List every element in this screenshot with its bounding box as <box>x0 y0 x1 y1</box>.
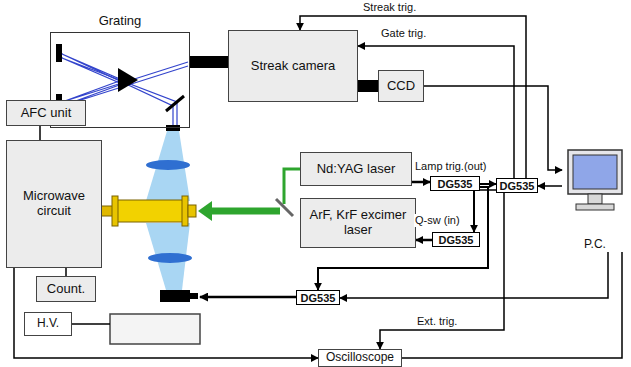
signal-wire <box>340 252 608 298</box>
laser-beam <box>210 208 280 215</box>
optical-coupler <box>190 56 228 68</box>
detector <box>160 290 190 302</box>
monitor-base <box>576 204 614 210</box>
device-name: DG535 <box>439 234 474 246</box>
node-label: Streak camera <box>251 59 336 74</box>
signal-wire <box>424 86 562 170</box>
lens <box>148 253 192 263</box>
node-label: CCD <box>387 79 415 94</box>
signal-wire <box>473 191 475 232</box>
cavity-window <box>188 205 196 217</box>
grating-mirror <box>56 44 62 62</box>
signal-label: Gate trig. <box>380 27 427 40</box>
signal-wire <box>538 185 562 187</box>
signal-label: Streak trig. <box>362 1 417 14</box>
monitor-icon <box>562 140 628 230</box>
signal-wire <box>402 252 622 358</box>
optical-coupler <box>358 80 378 92</box>
lens <box>146 160 190 170</box>
high-voltage-box: H.V. <box>24 312 72 336</box>
signal-wire <box>14 268 318 358</box>
entrance-slit <box>166 125 180 131</box>
signal-wire <box>480 183 496 185</box>
node-label: Oscilloscope <box>326 351 394 365</box>
monitor-screen <box>573 155 617 189</box>
afc-unit-box: AFC unit <box>6 100 86 126</box>
microwave-cavity <box>116 200 184 222</box>
ccd-box: CCD <box>378 70 424 102</box>
detector-housing <box>110 314 200 344</box>
signal-wire <box>416 239 432 242</box>
node-label: Grating <box>51 14 189 29</box>
node-label: ArF, KrF excimer laser <box>301 208 415 238</box>
node-label: Nd:YAG laser <box>317 162 396 177</box>
streak-camera-box: Streak camera <box>228 30 358 102</box>
diagonal-mirror <box>166 96 184 111</box>
light-cone <box>146 131 190 201</box>
delay-generator-box: DG535 <box>432 232 480 247</box>
monitor-frame <box>568 150 622 194</box>
counter-box: Count. <box>36 276 96 302</box>
device-name: DG535 <box>438 178 473 190</box>
laser-box: Nd:YAG laser <box>300 152 412 186</box>
laser-beam <box>284 169 300 204</box>
device-name: DG535 <box>301 292 336 304</box>
signal-label: Q-sw (in) <box>414 214 461 227</box>
delay-generator-box: DG535 <box>496 178 538 193</box>
laser-box: ArF, KrF excimer laser <box>300 198 416 248</box>
oscilloscope-box: Oscilloscope <box>318 349 402 367</box>
cavity-flange <box>182 196 188 226</box>
beam-arrowhead <box>198 201 212 221</box>
monitor-stand <box>588 194 602 204</box>
microwave-circuit-box: Microwave circuit <box>6 140 102 268</box>
cavity-flange <box>112 196 118 226</box>
node-label: H.V. <box>37 317 59 331</box>
computer-monitor: P.C. <box>562 140 628 252</box>
node-label: P.C. <box>584 238 606 252</box>
delay-generator-box: DG535 <box>296 290 340 305</box>
signal-label: Ext. trig. <box>416 315 458 328</box>
signal-wire <box>65 268 67 276</box>
device-name: DG535 <box>500 180 535 192</box>
hv-wire <box>72 323 110 325</box>
node-label: Count. <box>47 282 85 297</box>
grating-element <box>118 68 138 92</box>
delay-generator-box: DG535 <box>430 176 480 191</box>
node-label: AFC unit <box>21 106 72 121</box>
signal-wire <box>412 181 430 184</box>
signal-wire <box>39 126 41 140</box>
detector <box>190 293 198 299</box>
node-label: Microwave circuit <box>7 189 101 219</box>
signal-label: Lamp trig.(out) <box>414 160 488 173</box>
gate-wire <box>200 296 296 299</box>
